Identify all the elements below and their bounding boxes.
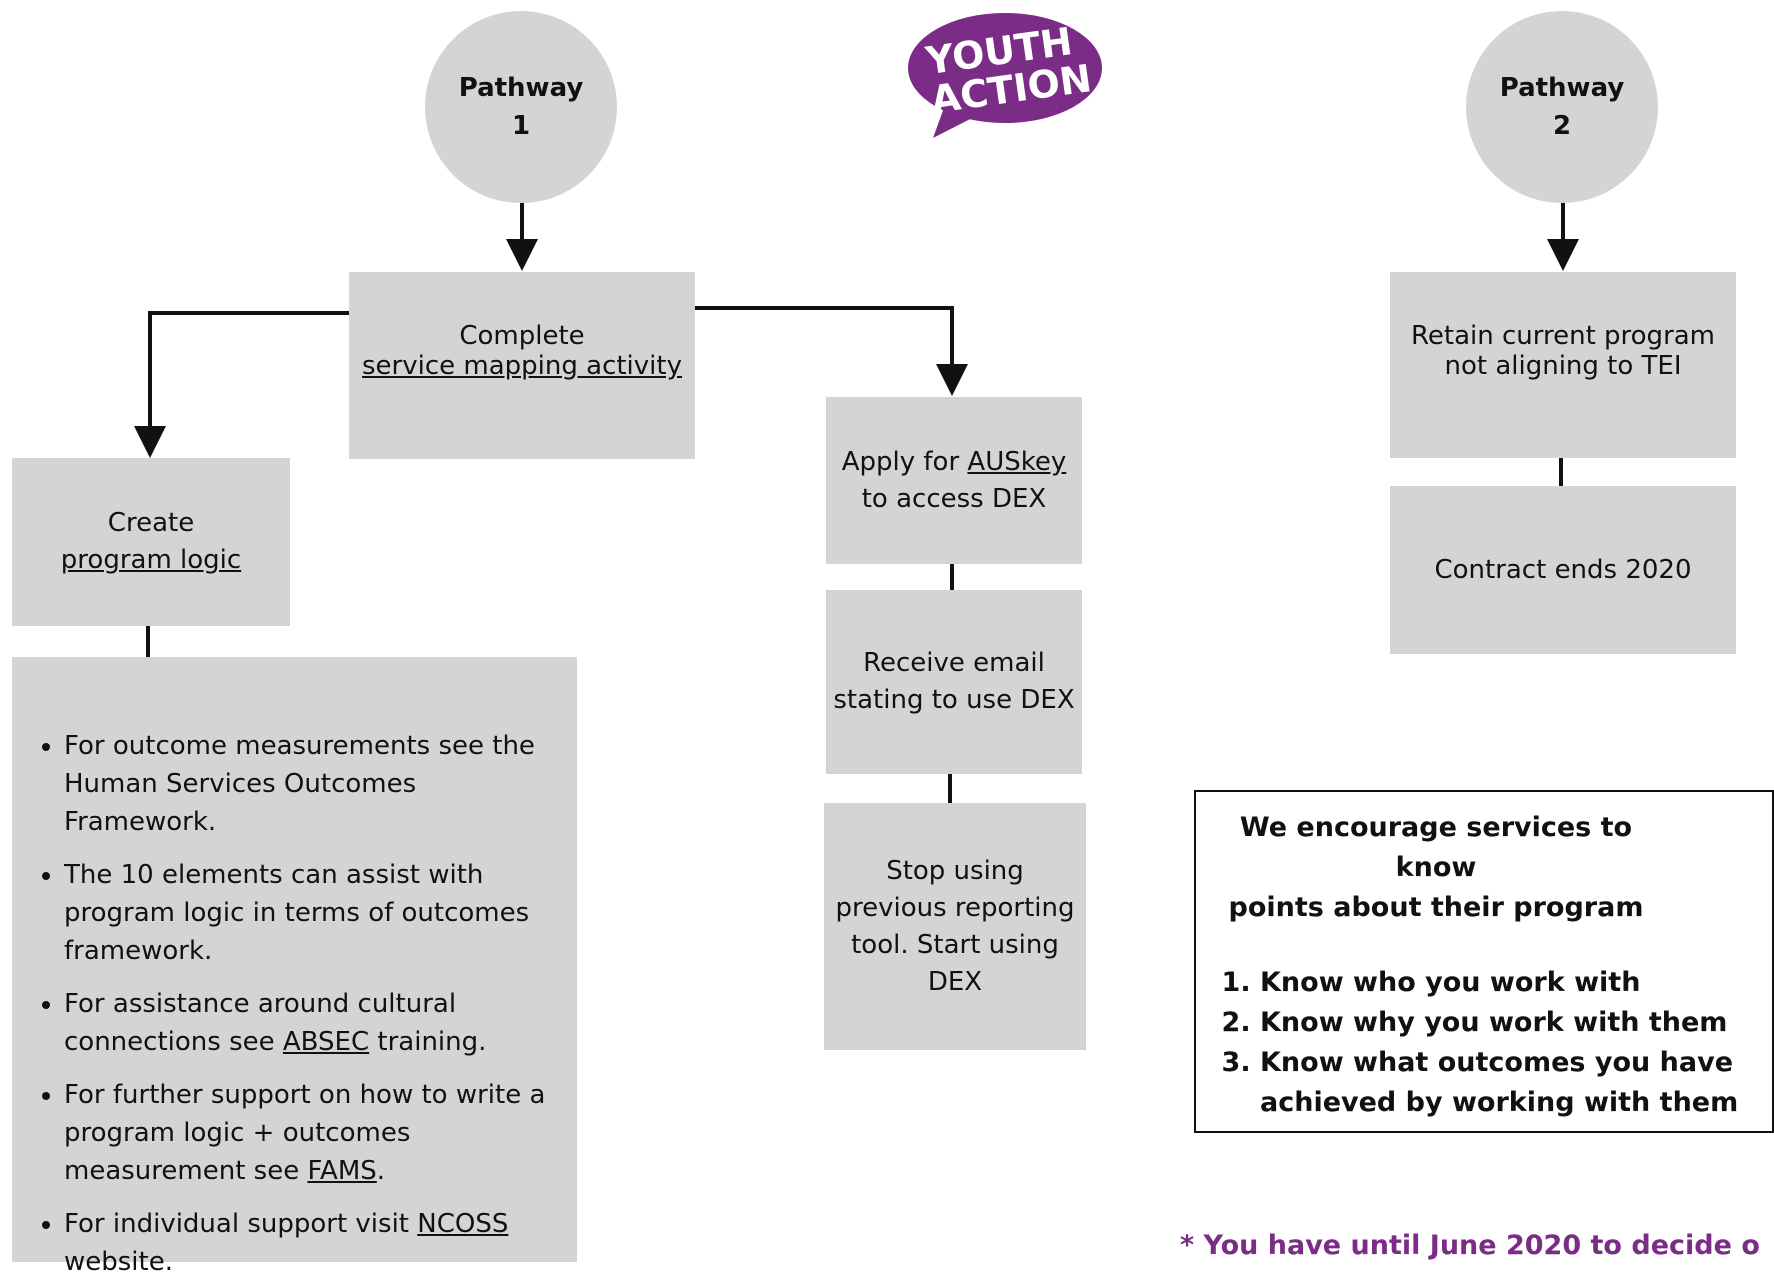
pathway-1-label: Pathway	[458, 73, 584, 103]
encourage-heading: We encourage services to know points abo…	[1210, 808, 1772, 928]
absec-link[interactable]: ABSEC	[282, 1027, 370, 1057]
guidance-text: For assistance around cultural connectio…	[64, 989, 457, 1057]
pathway-1-circle: Pathway 1	[425, 11, 617, 203]
auskey-box: Apply for AUSkey to access DEX	[826, 397, 1082, 564]
guidance-item: For outcome measurements see the Human S…	[64, 727, 567, 841]
arrow-to-program-logic	[134, 311, 350, 458]
stop-using-line2: previous reporting	[835, 892, 1075, 923]
receive-email-line2: stating to use DEX	[833, 685, 1075, 715]
encourage-list: Know who you work with Know why you work…	[1210, 963, 1772, 1123]
encourage-item: Know who you work with	[1260, 963, 1772, 1003]
stop-using-line4: DEX	[927, 966, 983, 997]
auskey-line2: to access DEX	[861, 483, 1047, 514]
youth-action-logo: YOUTH ACTION	[908, 13, 1102, 138]
guidance-text: training.	[369, 1027, 487, 1057]
service-mapping-box: Complete service mapping activity	[349, 272, 695, 459]
guidance-text: For individual support visit	[64, 1209, 418, 1239]
stop-using-line1: Stop using	[886, 855, 1024, 886]
guidance-item: For assistance around cultural connectio…	[64, 985, 567, 1061]
encourage-heading-line1: We encourage services to know	[1239, 812, 1633, 883]
guidance-item: For further support on how to write a pr…	[64, 1076, 567, 1190]
deadline-footnote: * You have until June 2020 to decide o	[1180, 1230, 1760, 1261]
auskey-line1: Apply for AUSkey	[842, 444, 1067, 481]
auskey-link[interactable]: AUSkey	[967, 446, 1067, 477]
guidance-text: .	[376, 1156, 386, 1186]
pathway-2-label: Pathway	[1499, 73, 1625, 103]
pathway-2-circle: Pathway 2	[1466, 11, 1658, 203]
encourage-box: We encourage services to know points abo…	[1194, 790, 1774, 1133]
ncoss-link[interactable]: NCOSS	[417, 1209, 509, 1239]
arrow-to-auskey	[695, 306, 968, 396]
encourage-heading-line2: points about their program	[1228, 892, 1644, 923]
retain-program-box: Retain current program not aligning to T…	[1390, 272, 1736, 458]
guidance-panel: For outcome measurements see the Human S…	[12, 657, 577, 1277]
guidance-item: The 10 elements can assist with program …	[64, 856, 567, 970]
auskey-before: Apply for	[841, 446, 968, 477]
contract-ends-box: Contract ends 2020	[1390, 486, 1736, 654]
service-mapping-prefix: Complete	[459, 321, 585, 351]
pathway-1-number: 1	[511, 111, 531, 141]
program-logic-box: Create program logic	[12, 458, 290, 626]
stop-using-line3: tool. Start using	[851, 929, 1059, 960]
receive-email-line1: Receive email	[863, 648, 1045, 678]
contract-ends-text: Contract ends 2020	[1434, 554, 1692, 585]
connector-lines	[134, 200, 1579, 803]
guidance-text: website.	[64, 1247, 173, 1277]
guidance-item: For individual support visit NCOSS websi…	[64, 1205, 567, 1281]
guidance-text: For further support on how to write a pr…	[64, 1080, 546, 1186]
receive-email-box: Receive email stating to use DEX	[826, 590, 1082, 774]
pathway-2-number: 2	[1552, 111, 1572, 141]
fams-link[interactable]: FAMS	[307, 1156, 377, 1186]
encourage-item: Know what outcomes you have achieved by …	[1260, 1043, 1772, 1123]
encourage-item: Know why you work with them	[1260, 1003, 1772, 1043]
retain-line2: not aligning to TEI	[1444, 351, 1682, 381]
retain-line1: Retain current program	[1410, 321, 1716, 351]
stop-using-box: Stop using previous reporting tool. Star…	[824, 803, 1086, 1050]
program-logic-link[interactable]: program logic	[60, 545, 242, 575]
program-logic-prefix: Create	[107, 508, 195, 538]
service-mapping-link[interactable]: service mapping activity	[362, 351, 682, 381]
